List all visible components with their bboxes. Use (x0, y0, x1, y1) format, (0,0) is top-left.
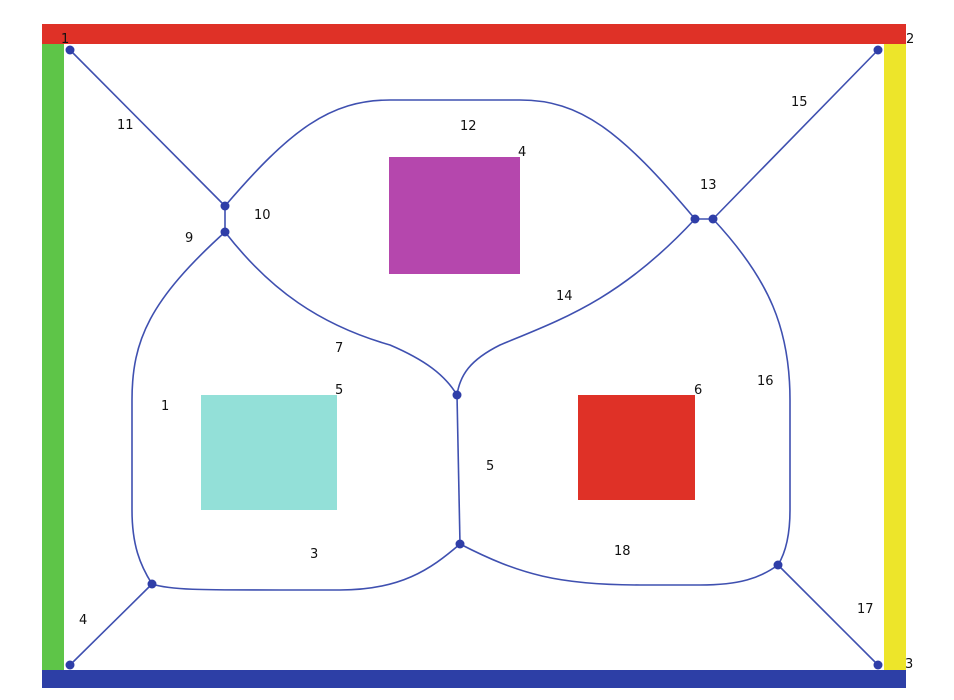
edge-5 (456, 394, 461, 545)
node (220, 201, 230, 211)
node (773, 560, 783, 570)
edge-16 (712, 218, 791, 566)
node (690, 214, 700, 224)
obstacle-label-6: 6 (694, 383, 702, 398)
edge-label-5: 5 (486, 459, 494, 474)
edge-label-17: 17 (857, 602, 874, 617)
edge-label-15: 15 (791, 95, 808, 110)
wall-left (42, 44, 64, 670)
wall-label-2: 2 (906, 32, 914, 47)
edge-label-3: 3 (310, 547, 318, 562)
edge-4 (69, 583, 153, 666)
edge-3 (151, 543, 461, 591)
edge-12 (224, 99, 696, 220)
wall-label-4: 4 (79, 613, 87, 628)
edge-18 (459, 543, 779, 586)
wall-label-1: 1 (61, 32, 69, 47)
obstacle-6 (578, 395, 695, 500)
edge-label-14: 14 (556, 289, 573, 304)
node (455, 539, 465, 549)
wall-top (42, 24, 906, 44)
edge-17 (777, 564, 879, 666)
edge-label-1: 1 (161, 399, 169, 414)
obstacle-4 (389, 157, 520, 274)
edge-15 (712, 49, 879, 220)
obstacle-label-5: 5 (335, 383, 343, 398)
edge-label-18: 18 (614, 544, 631, 559)
node (873, 45, 883, 55)
edge-1 (131, 231, 226, 585)
node (220, 227, 230, 237)
node (147, 579, 157, 589)
edge-label-11: 11 (117, 118, 134, 133)
edge-7 (224, 231, 458, 396)
edge-label-16: 16 (757, 374, 774, 389)
node (452, 390, 462, 400)
node (65, 45, 75, 55)
edge-label-7: 7 (335, 341, 343, 356)
wall-right (884, 44, 906, 670)
edge-label-12: 12 (460, 119, 477, 134)
edge-label-13: 13 (700, 178, 717, 193)
edge-label-10: 10 (254, 208, 271, 223)
wall-label-3: 3 (905, 657, 913, 672)
node (873, 660, 883, 670)
obstacle-label-4: 4 (518, 145, 526, 160)
node (65, 660, 75, 670)
edge-11 (69, 49, 226, 207)
edge-14 (456, 218, 696, 396)
obstacle-5 (201, 395, 337, 510)
roadmap-edges (69, 49, 879, 666)
roadmap-nodes (65, 45, 883, 670)
edge-label-9: 9 (185, 231, 193, 246)
node (708, 214, 718, 224)
wall-bottom (42, 670, 906, 688)
